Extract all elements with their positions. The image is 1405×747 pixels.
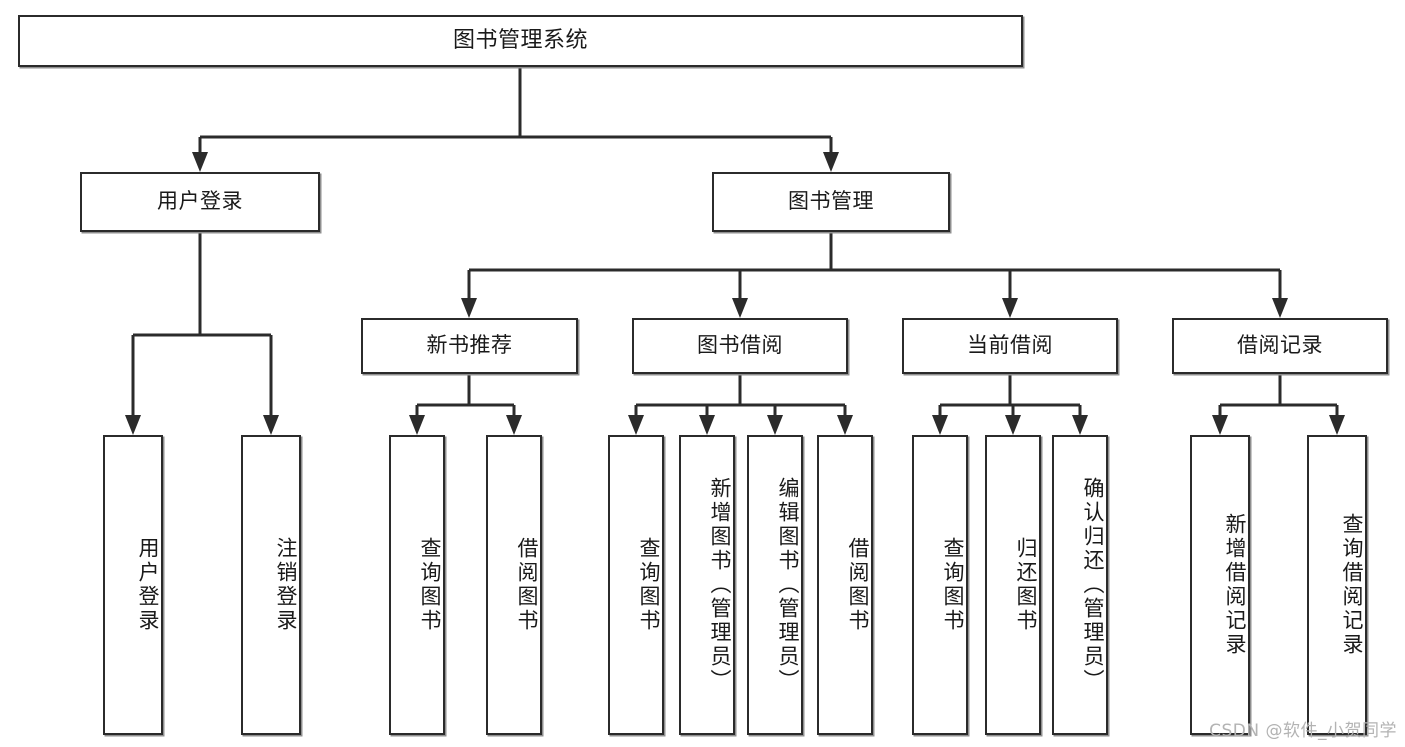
- node-root[interactable]: 图书管理系统: [18, 15, 1023, 67]
- arrow-head-icon: [192, 152, 208, 172]
- node-leaf-query-record[interactable]: 查询借阅记录: [1307, 435, 1367, 735]
- node-borrow-record-label: 借阅记录: [1237, 333, 1323, 358]
- arrow-head-icon: [1272, 298, 1288, 318]
- node-leaf-query-book-3[interactable]: 查询图书: [912, 435, 968, 735]
- node-leaf-confirm-return-label: 确认归还（管理员）: [1081, 477, 1105, 693]
- node-current-borrow[interactable]: 当前借阅: [902, 318, 1118, 374]
- node-leaf-add-book[interactable]: 新增图书（管理员）: [679, 435, 735, 735]
- node-book-borrow[interactable]: 图书借阅: [632, 318, 848, 374]
- node-leaf-query-book-2-label: 查询图书: [637, 537, 661, 633]
- node-new-book-recommend[interactable]: 新书推荐: [361, 318, 578, 374]
- node-borrow-record[interactable]: 借阅记录: [1172, 318, 1388, 374]
- arrow-head-icon: [732, 298, 748, 318]
- node-leaf-return-book-label: 归还图书: [1014, 537, 1038, 633]
- arrow-head-icon: [932, 415, 948, 435]
- node-user-login[interactable]: 用户登录: [80, 172, 320, 232]
- node-leaf-user-login[interactable]: 用户登录: [103, 435, 163, 735]
- arrow-head-icon: [125, 415, 141, 435]
- arrow-head-icon: [1002, 298, 1018, 318]
- node-leaf-add-book-label: 新增图书（管理员）: [708, 477, 732, 693]
- node-leaf-confirm-return[interactable]: 确认归还（管理员）: [1052, 435, 1108, 735]
- node-leaf-user-logout-label: 注销登录: [274, 537, 298, 633]
- node-leaf-borrow-book-1[interactable]: 借阅图书: [486, 435, 542, 735]
- node-book-borrow-label: 图书借阅: [697, 333, 783, 358]
- arrow-head-icon: [263, 415, 279, 435]
- node-leaf-query-book-3-label: 查询图书: [941, 537, 965, 633]
- node-leaf-add-record[interactable]: 新增借阅记录: [1190, 435, 1250, 735]
- node-new-book-recommend-label: 新书推荐: [426, 333, 513, 358]
- node-leaf-edit-book[interactable]: 编辑图书（管理员）: [747, 435, 803, 735]
- node-leaf-edit-book-label: 编辑图书（管理员）: [776, 477, 800, 693]
- arrow-head-icon: [823, 152, 839, 172]
- arrow-head-icon: [767, 415, 783, 435]
- node-user-login-label: 用户登录: [157, 189, 243, 214]
- node-current-borrow-label: 当前借阅: [967, 333, 1053, 358]
- node-root-label: 图书管理系统: [452, 27, 588, 53]
- node-leaf-query-book-2[interactable]: 查询图书: [608, 435, 664, 735]
- arrow-head-icon: [1329, 415, 1345, 435]
- node-leaf-borrow-book-2-label: 借阅图书: [846, 537, 870, 633]
- node-leaf-user-logout[interactable]: 注销登录: [241, 435, 301, 735]
- arrow-head-icon: [1005, 415, 1021, 435]
- arrow-head-icon: [628, 415, 644, 435]
- node-leaf-query-book-1[interactable]: 查询图书: [389, 435, 445, 735]
- arrow-head-icon: [461, 298, 477, 318]
- arrow-head-icon: [699, 415, 715, 435]
- node-leaf-user-login-label: 用户登录: [136, 537, 160, 633]
- node-leaf-borrow-book-2[interactable]: 借阅图书: [817, 435, 873, 735]
- node-leaf-borrow-book-1-label: 借阅图书: [515, 537, 539, 633]
- node-book-manage[interactable]: 图书管理: [712, 172, 950, 232]
- arrow-head-icon: [1212, 415, 1228, 435]
- arrow-head-icon: [1072, 415, 1088, 435]
- node-leaf-query-record-label: 查询借阅记录: [1340, 513, 1364, 657]
- watermark-label: CSDN @软件_小贺同学: [1209, 721, 1397, 741]
- arrow-head-icon: [409, 415, 425, 435]
- node-leaf-query-book-1-label: 查询图书: [418, 537, 442, 633]
- node-book-manage-label: 图书管理: [788, 189, 874, 214]
- node-leaf-return-book[interactable]: 归还图书: [985, 435, 1041, 735]
- arrow-head-icon: [837, 415, 853, 435]
- arrow-head-icon: [506, 415, 522, 435]
- node-leaf-add-record-label: 新增借阅记录: [1223, 513, 1247, 657]
